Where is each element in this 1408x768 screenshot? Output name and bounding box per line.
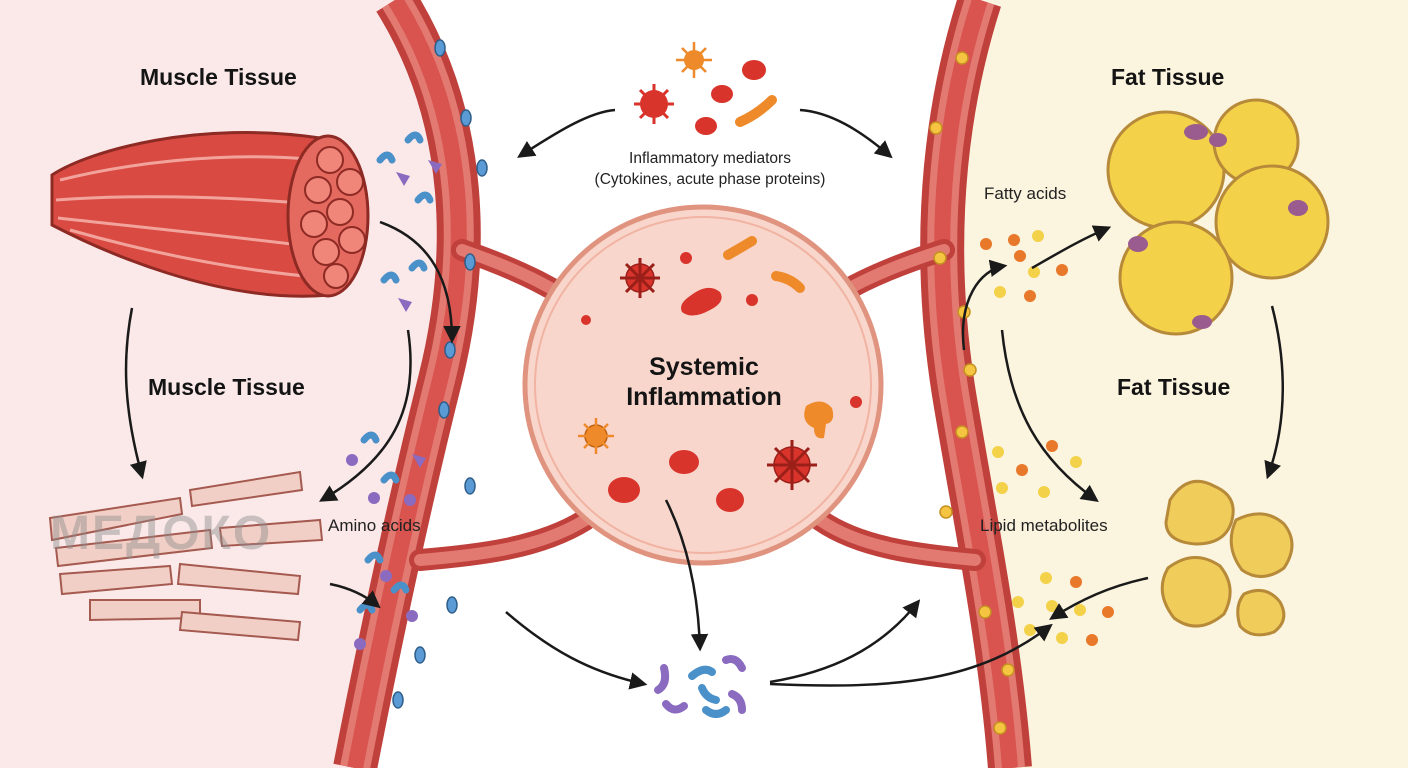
mediators-cluster: [634, 42, 777, 135]
red-blobs: [581, 252, 862, 512]
fat-tissue-mid-label: Fat Tissue: [1117, 374, 1231, 400]
left-blood-vessel: [333, 0, 481, 768]
mediators-line2: (Cytokines, acute phase proteins): [594, 171, 826, 188]
muscle-bundle: [50, 131, 370, 298]
amino-acid-purple: [346, 160, 442, 650]
left-vessel-cells: [392, 39, 488, 709]
fat-tissue-top-label: Fat Tissue: [1111, 64, 1225, 90]
fatty-acids-label: Fatty acids: [984, 184, 1067, 203]
circle-contents: [578, 236, 862, 512]
center-label-line2: Inflammation: [626, 383, 782, 411]
fat-cell-nuclei: [1128, 124, 1308, 329]
flow-arrows: [124, 108, 1284, 690]
systemic-inflammation-label: Systemic Inflammation: [604, 352, 804, 412]
fatty-acid-particles: [980, 230, 1114, 646]
center-label-line1: Systemic: [649, 353, 759, 381]
fat-cells-shrunken: [1160, 479, 1294, 637]
right-vessel-particles: [929, 51, 1015, 735]
amino-acid-particles: [356, 131, 434, 614]
watermark-text: МЕДОКО: [50, 507, 273, 560]
amino-acids-label: Amino acids: [328, 516, 421, 535]
damaged-muscle-fibers: [48, 470, 324, 642]
muscle-tissue-top-label: Muscle Tissue: [140, 64, 297, 90]
bottom-amino-cluster: [654, 655, 746, 718]
orange-rods: [723, 236, 805, 293]
muscle-tissue-mid-label: Muscle Tissue: [148, 374, 305, 400]
mediators-line1: Inflammatory mediators: [629, 150, 791, 167]
inflammatory-mediators-label: Inflammatory mediators (Cytokines, acute…: [560, 148, 860, 190]
lipid-metabolites-label: Lipid metabolites: [980, 516, 1108, 535]
orange-blob: [804, 401, 834, 439]
fat-cells-healthy: [1106, 98, 1330, 336]
right-blood-vessel: [920, 0, 1032, 768]
